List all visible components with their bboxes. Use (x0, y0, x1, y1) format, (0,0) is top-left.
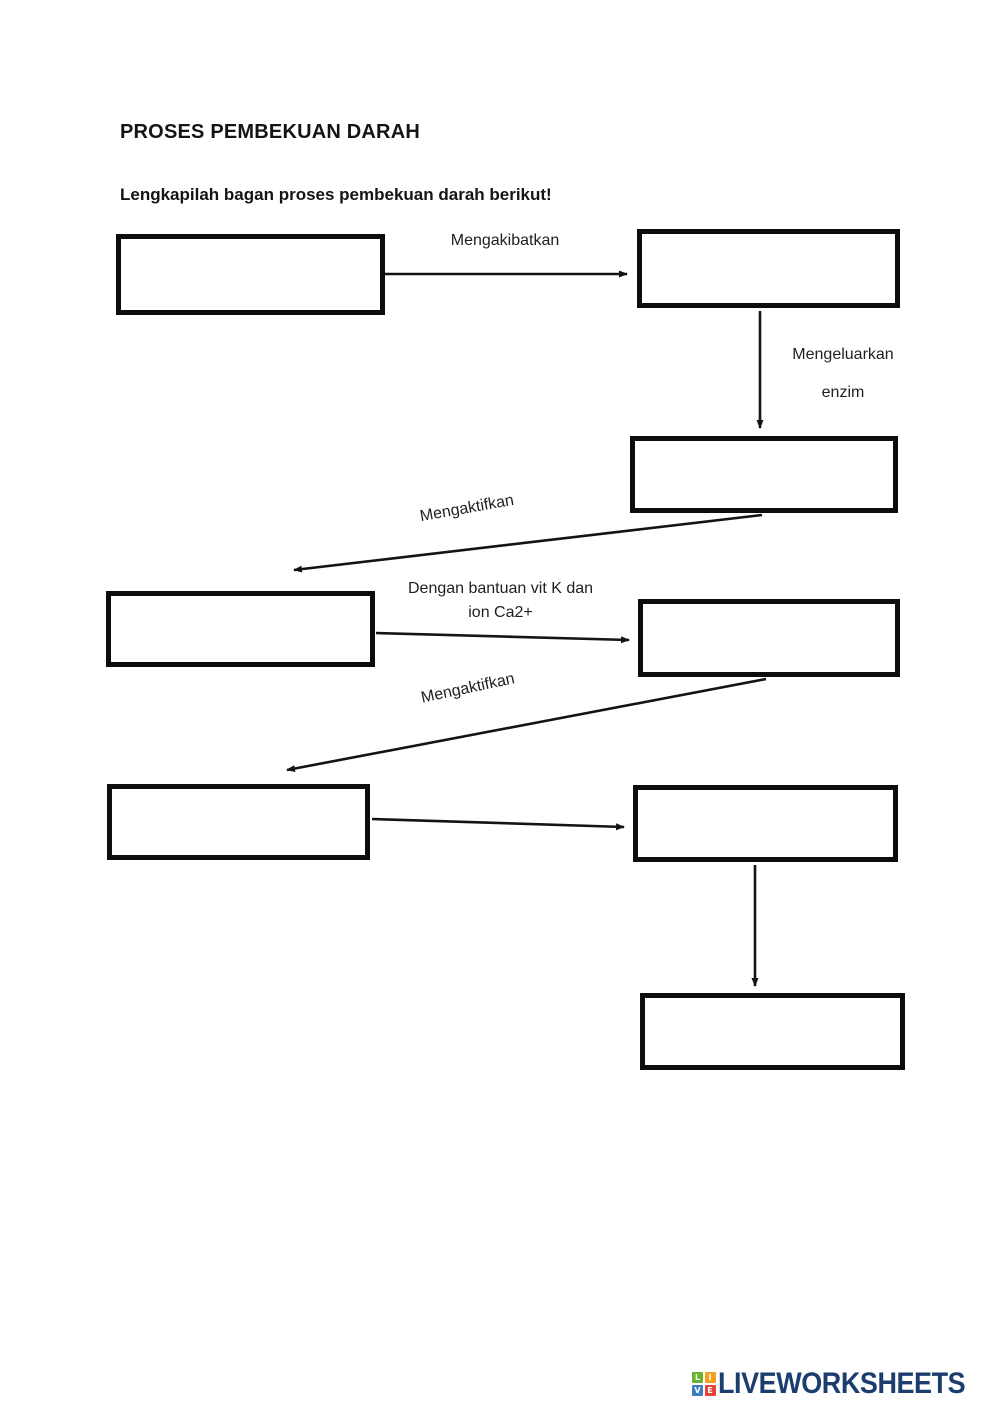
liveworksheets-brand-text: LIVEWORKSHEETS (717, 1367, 966, 1400)
arrow-mengaktifkan-1 (293, 513, 763, 573)
liveworksheets-logo[interactable]: L I V E LIVEWORKSHEETS (692, 1369, 992, 1399)
arrow-box6-to-box7 (371, 817, 625, 831)
answer-box-1[interactable] (116, 234, 385, 315)
label-dengan-bantuan-line2: ion Ca2+ (468, 604, 533, 621)
instruction-text: Lengkapilah bagan proses pembekuan darah… (120, 185, 552, 204)
logo-cell-e: E (704, 1384, 716, 1396)
logo-cell-v: V (692, 1384, 703, 1396)
arrow-mengaktifkan-2 (286, 677, 767, 772)
label-dengan-bantuan-line1: Dengan bantuan vit K dan (407, 580, 594, 597)
answer-box-7[interactable] (633, 785, 898, 862)
answer-box-6[interactable] (107, 784, 370, 860)
page-title: PROSES PEMBEKUAN DARAH (120, 121, 420, 143)
liveworksheets-logo-icon: L I V E (692, 1372, 716, 1396)
logo-cell-i: I (704, 1372, 716, 1384)
label-mengaktifkan-1: Mengaktifkan (418, 491, 516, 526)
answer-box-4[interactable] (106, 591, 375, 667)
answer-box-3[interactable] (630, 436, 898, 513)
label-mengakibatkan: Mengakibatkan (450, 232, 560, 249)
answer-box-5[interactable] (638, 599, 900, 677)
label-dengan-bantuan: Dengan bantuan vit K dan ion Ca2+ (393, 577, 608, 625)
label-enzim: enzim (821, 384, 865, 401)
arrow-dengan-bantuan (375, 631, 630, 644)
logo-cell-l: L (692, 1372, 703, 1384)
label-mengeluarkan: Mengeluarkan (792, 346, 894, 363)
label-mengaktifkan-2: Mengaktifkan (419, 670, 517, 707)
answer-box-2[interactable] (637, 229, 900, 308)
answer-box-8[interactable] (640, 993, 905, 1070)
